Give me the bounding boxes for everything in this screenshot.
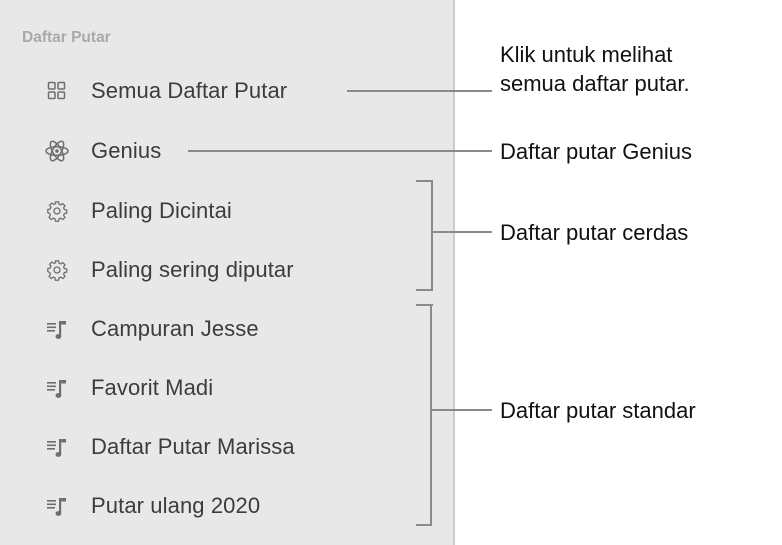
atom-icon xyxy=(44,138,70,164)
bracket-smart-bottom xyxy=(416,289,433,291)
gear-icon xyxy=(44,198,70,224)
callout-genius: Daftar putar Genius xyxy=(500,139,692,164)
sidebar-item-label: Putar ulang 2020 xyxy=(91,493,261,518)
callout-line-standard xyxy=(430,409,492,411)
section-header-playlists: Daftar Putar xyxy=(22,29,111,46)
callout-line-smart xyxy=(431,231,492,233)
playlist-icon xyxy=(44,493,70,519)
sidebar-item-playlist[interactable]: Favorit Madi xyxy=(44,373,213,403)
bracket-smart-vertical xyxy=(431,180,433,291)
sidebar-item-label: Semua Daftar Putar xyxy=(91,78,288,103)
sidebar-item-playlist[interactable]: Daftar Putar Marissa xyxy=(44,432,295,462)
gear-icon xyxy=(44,257,70,283)
bracket-smart-top xyxy=(416,180,433,182)
callout-line-genius xyxy=(188,150,492,152)
callout-standard: Daftar putar standar xyxy=(500,398,696,423)
sidebar-item-label: Paling sering diputar xyxy=(91,257,294,282)
sidebar-item-most-played[interactable]: Paling sering diputar xyxy=(44,255,294,285)
bracket-standard-vertical xyxy=(430,304,432,526)
sidebar-item-playlist[interactable]: Putar ulang 2020 xyxy=(44,491,260,521)
sidebar-item-label: Genius xyxy=(91,138,162,163)
bracket-standard-top xyxy=(416,304,433,306)
playlist-icon xyxy=(44,375,70,401)
sidebar: Daftar Putar Semua Daftar Putar Genius xyxy=(0,0,455,545)
sidebar-item-top-loved[interactable]: Paling Dicintai xyxy=(44,196,232,226)
playlist-icon xyxy=(44,316,70,342)
callout-line-all-playlists xyxy=(347,90,492,92)
sidebar-item-genius[interactable]: Genius xyxy=(44,136,161,166)
sidebar-item-label: Campuran Jesse xyxy=(91,316,259,341)
sidebar-item-all-playlists[interactable]: Semua Daftar Putar xyxy=(44,76,287,106)
sidebar-item-playlist[interactable]: Campuran Jesse xyxy=(44,314,259,344)
bracket-standard-bottom xyxy=(416,524,432,526)
callout-all-playlists: Klik untuk melihat semua daftar putar. xyxy=(500,40,690,98)
grid-icon xyxy=(44,78,70,104)
sidebar-item-label: Paling Dicintai xyxy=(91,198,232,223)
callout-all-playlists-line1: Klik untuk melihat xyxy=(500,42,673,67)
sidebar-item-label: Favorit Madi xyxy=(91,375,214,400)
callout-all-playlists-line2: semua daftar putar. xyxy=(500,71,690,96)
callout-smart: Daftar putar cerdas xyxy=(500,220,689,245)
playlist-icon xyxy=(44,434,70,460)
sidebar-item-label: Daftar Putar Marissa xyxy=(91,434,295,459)
